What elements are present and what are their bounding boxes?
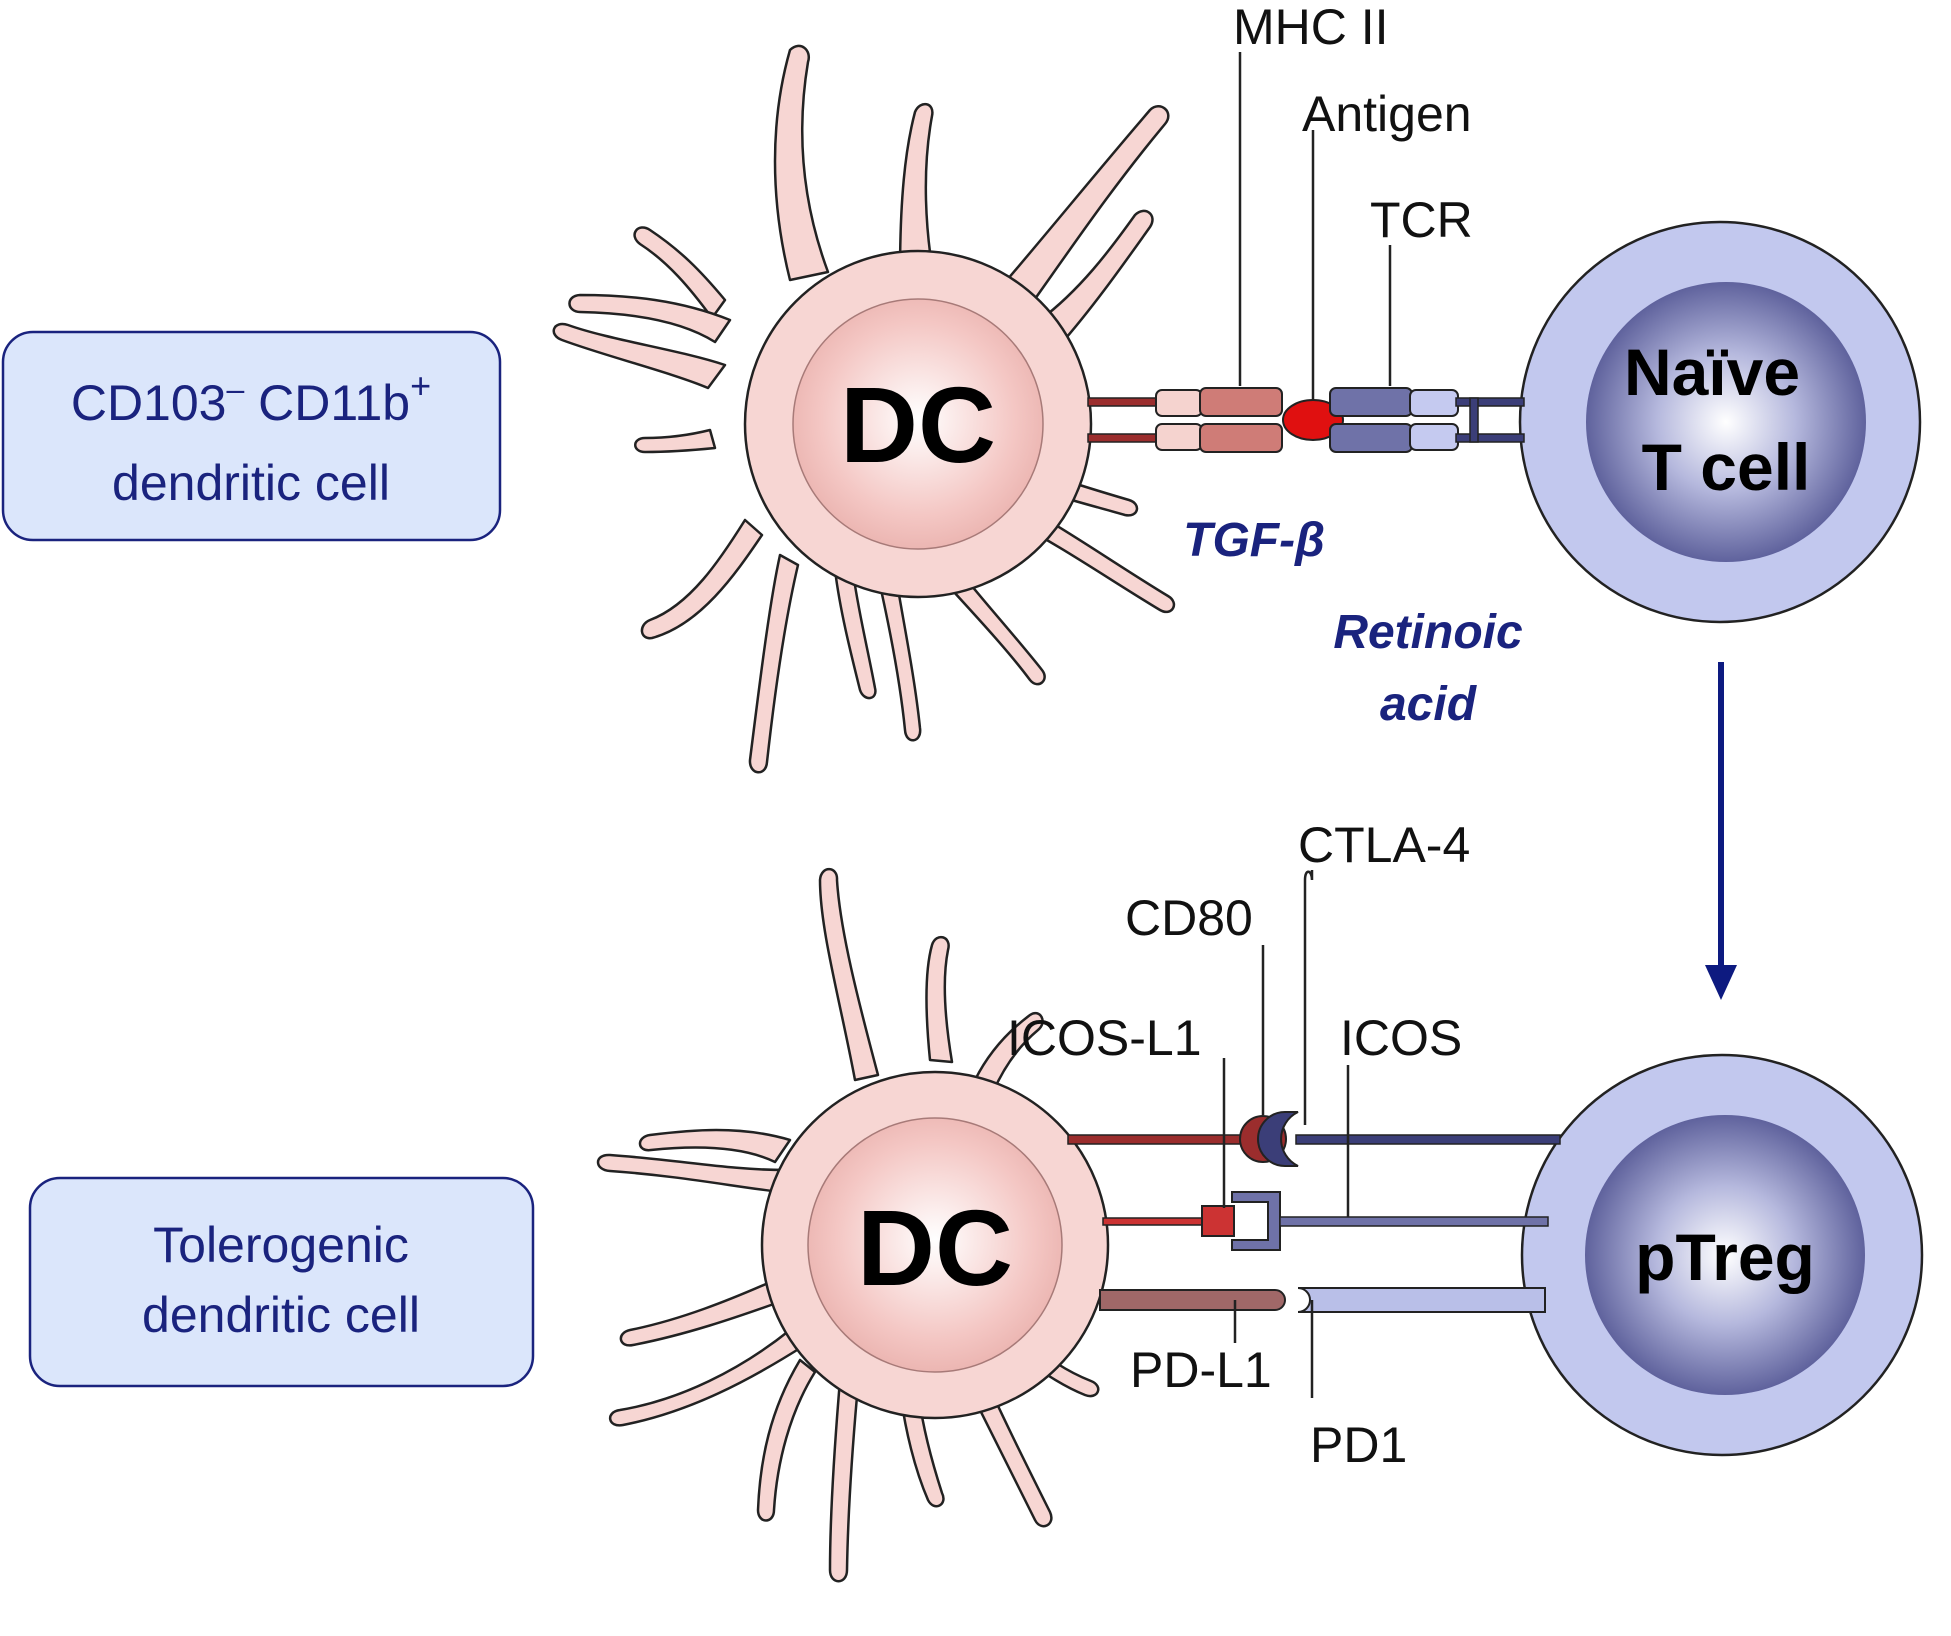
mhc-ii-complex xyxy=(1087,387,1283,453)
tcr-label: TCR xyxy=(1370,192,1473,248)
icos-label: ICOS xyxy=(1340,1010,1462,1066)
cd80-ctla4-pair xyxy=(1067,1111,1561,1167)
dc-type-label-bottom-line1: Tolerogenic xyxy=(153,1217,409,1273)
ptreg-nucleus xyxy=(1585,1115,1865,1395)
dc-label-bottom: DC xyxy=(857,1187,1013,1308)
antigen-label: Antigen xyxy=(1302,86,1472,142)
dc-type-label-top-line2: dendritic cell xyxy=(112,455,390,511)
cd80-label: CD80 xyxy=(1125,890,1253,946)
dc-type-label-top-line1: CD103– CD11b+ xyxy=(71,365,431,431)
dc-nucleus-bottom xyxy=(807,1117,1063,1373)
pdl1-label: PD-L1 xyxy=(1130,1342,1272,1398)
pd1-label: PD1 xyxy=(1310,1417,1407,1473)
dc-type-label-bottom-line2: dendritic cell xyxy=(142,1287,420,1343)
dc-type-label-box-top: CD103– CD11b+ dendritic cell xyxy=(1,330,502,542)
naive-tcell-label-line1: Naïve xyxy=(1624,335,1800,409)
naive-tcell-label-line2: T cell xyxy=(1642,430,1811,504)
dc-type-label-box-bottom: Tolerogenic dendritic cell xyxy=(28,1176,535,1388)
pdl1-pd1-pair xyxy=(1099,1287,1546,1313)
tgf-beta-label: TGF-β xyxy=(1183,514,1325,567)
retinoic-acid-label-line1: Retinoic xyxy=(1333,606,1522,659)
tcr-complex xyxy=(1329,387,1525,453)
ptreg-label: pTreg xyxy=(1635,1220,1815,1294)
differentiation-arrow xyxy=(1705,662,1737,1000)
dc-label-top: DC xyxy=(840,364,996,485)
ctla4-pointer xyxy=(1303,870,1314,1125)
mhc-ii-label: MHC II xyxy=(1233,0,1389,55)
dc-nucleus-top xyxy=(792,298,1044,550)
icosl1-icos-pair xyxy=(1102,1191,1549,1251)
naive-tcell-nucleus xyxy=(1586,282,1866,562)
retinoic-acid-label-line2: acid xyxy=(1380,678,1478,731)
icosl1-label: ICOS-L1 xyxy=(1007,1010,1202,1066)
ctla4-label: CTLA-4 xyxy=(1298,817,1470,873)
